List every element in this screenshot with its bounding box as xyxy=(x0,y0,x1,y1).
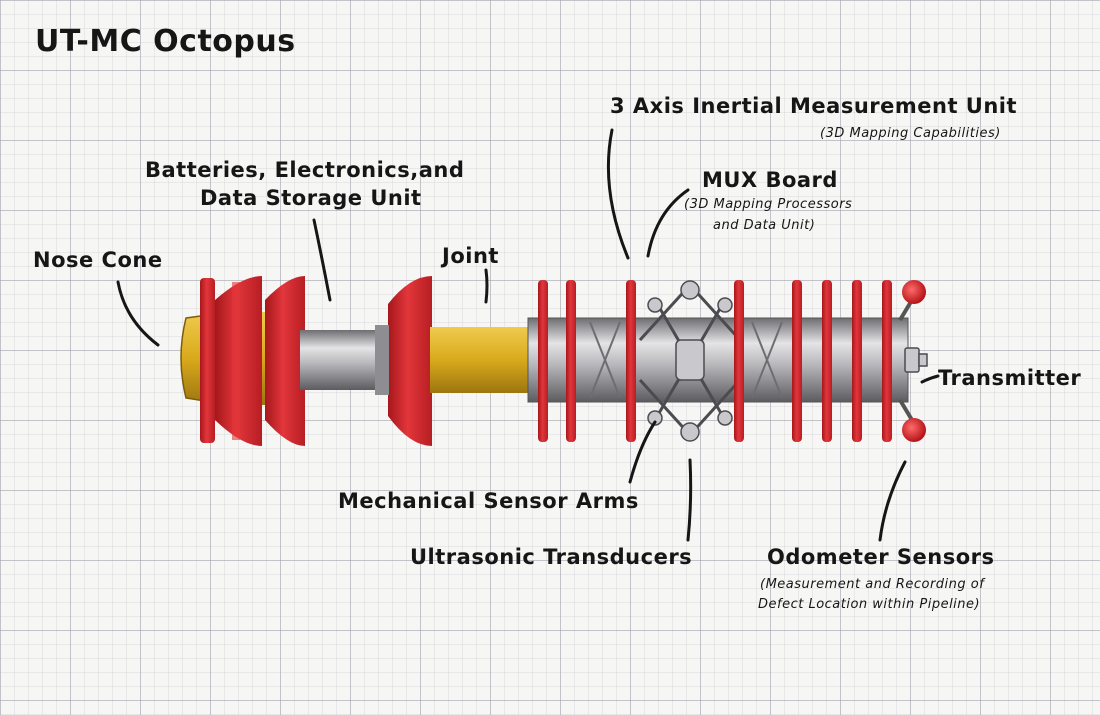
imu-label: 3 Axis Inertial Measurement Unit xyxy=(610,94,1018,118)
transmitter-label: Transmitter xyxy=(938,366,1082,390)
leader-mux xyxy=(646,188,690,258)
ultrasonic-label: Ultrasonic Transducers xyxy=(410,545,693,569)
odometer-wheels xyxy=(898,280,926,442)
leader-imu xyxy=(606,128,630,260)
leader-ultrasonic xyxy=(686,458,693,542)
batteries-label-line1: Batteries, Electronics,and xyxy=(145,158,465,182)
joint-label: Joint xyxy=(442,244,499,268)
odometer-label: Odometer Sensors xyxy=(767,545,995,569)
rear-discs xyxy=(538,280,892,442)
rear-body xyxy=(528,318,908,402)
mux-sublabel-line2: and Data Unit) xyxy=(713,218,816,233)
joint-tube xyxy=(430,327,530,393)
joint-cup xyxy=(388,276,432,446)
leader-joint xyxy=(484,268,489,304)
transmitter-unit xyxy=(904,347,928,373)
mux-sublabel-line1: (3D Mapping Processors xyxy=(684,197,853,212)
imu-sublabel: (3D Mapping Capabilities) xyxy=(820,126,1001,141)
diagram-title: UT-MC Octopus xyxy=(35,24,296,59)
leader-mechanical-arms xyxy=(628,420,657,484)
nose-cone-label: Nose Cone xyxy=(33,248,163,272)
leader-odometer xyxy=(878,460,907,542)
leader-nose-cone xyxy=(116,280,160,347)
odometer-sublabel-line2: Defect Location within Pipeline) xyxy=(758,597,981,612)
odometer-sublabel-line1: (Measurement and Recording of xyxy=(760,577,985,592)
batteries-label-line2: Data Storage Unit xyxy=(200,186,422,210)
mux-board-label: MUX Board xyxy=(702,168,838,192)
leader-batteries xyxy=(312,218,332,302)
leader-transmitter xyxy=(920,374,940,384)
mechanical-arms-label: Mechanical Sensor Arms xyxy=(338,489,639,513)
front-cups xyxy=(200,276,305,446)
